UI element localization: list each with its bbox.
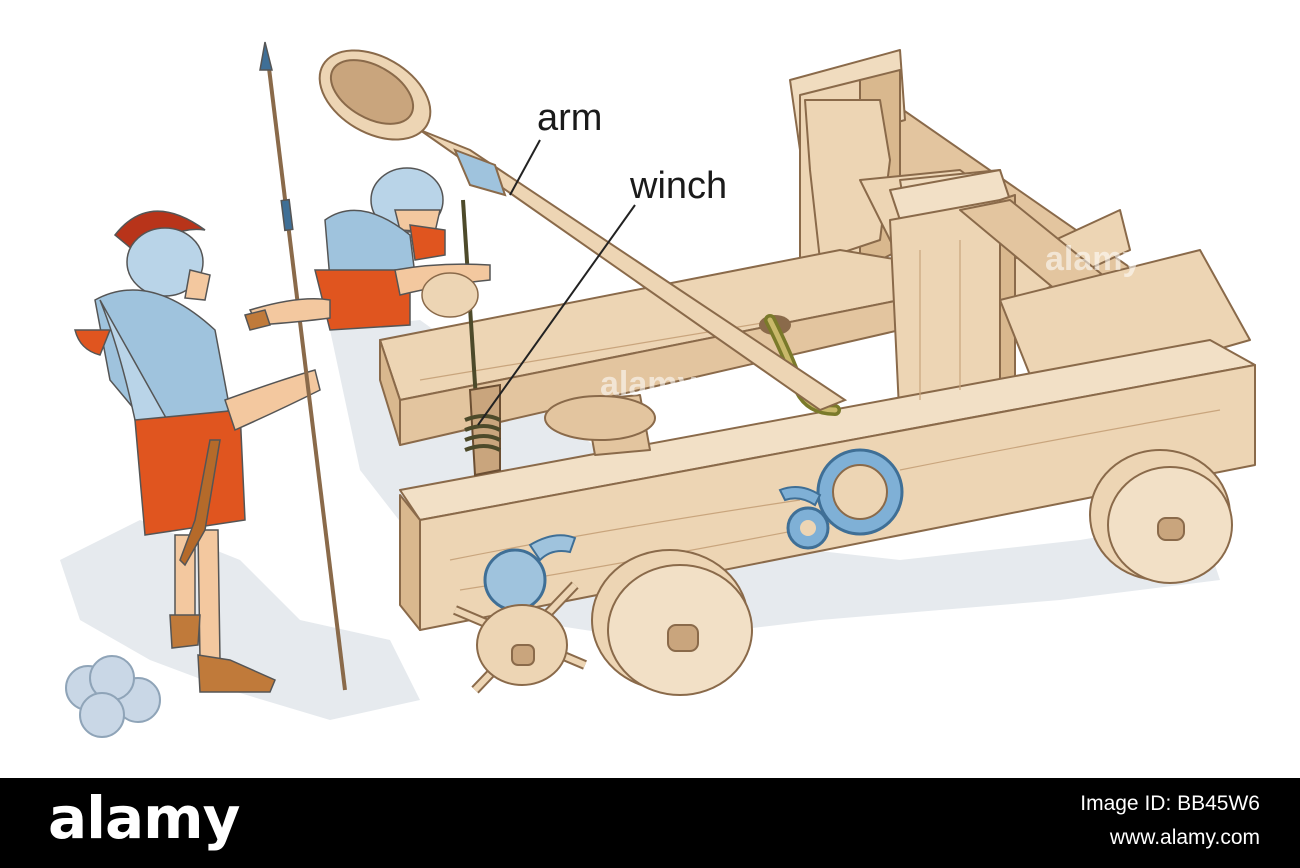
winch-drum bbox=[461, 199, 501, 477]
label-arm: arm bbox=[537, 97, 602, 139]
watermark-footer: alamy Image ID: BB45W6 www.alamy.com bbox=[0, 778, 1300, 868]
watermark-center: alamy bbox=[600, 365, 696, 403]
standing-soldier bbox=[74, 41, 347, 693]
brand-logo: alamy bbox=[48, 784, 240, 852]
image-id-text: Image ID: BB45W6 bbox=[1080, 792, 1260, 815]
throwing-arm bbox=[318, 49, 848, 412]
site-url-text: www.alamy.com bbox=[1109, 826, 1260, 849]
watermark-right: alamy bbox=[1045, 240, 1141, 278]
label-winch: winch bbox=[629, 165, 727, 207]
crouching-soldier bbox=[244, 167, 491, 331]
arm-leader-line bbox=[509, 139, 541, 196]
wheels bbox=[453, 449, 1233, 696]
stone-balls bbox=[65, 655, 161, 738]
winch-leader-line bbox=[477, 204, 636, 426]
catapult-illustration: alamy alamy arm winch bbox=[60, 41, 1256, 738]
